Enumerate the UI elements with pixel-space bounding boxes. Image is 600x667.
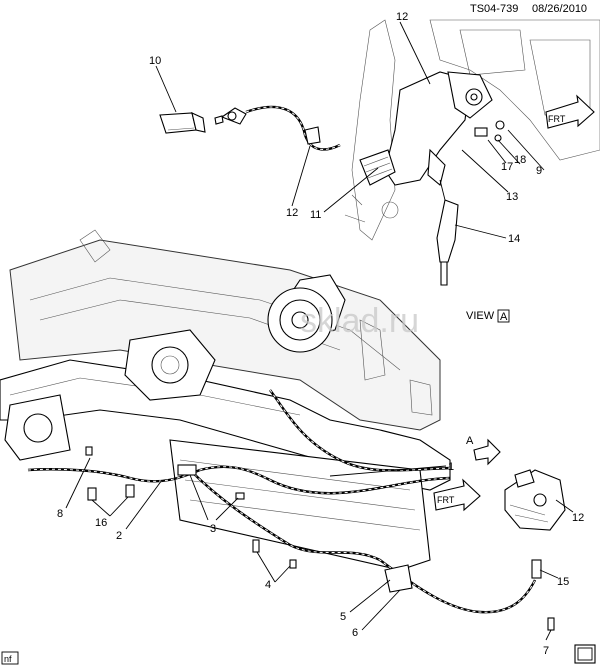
callout-14: 13 bbox=[506, 191, 518, 203]
svg-text:nf: nf bbox=[4, 654, 12, 664]
callout-15-lower: 15 bbox=[557, 576, 569, 588]
callout-labels: 10 12 18 17 9 13 12 11 14 1 8 16 2 3 4 5… bbox=[57, 11, 584, 657]
vehicle-frame-illustration bbox=[0, 229, 451, 571]
leader-lines bbox=[65, 21, 574, 641]
bracket-part-10 bbox=[159, 112, 206, 134]
watermark: sklad.ru bbox=[300, 302, 419, 340]
callout-6: 6 bbox=[352, 627, 358, 639]
callout-12-lower: 12 bbox=[572, 512, 584, 524]
callout-5: 5 bbox=[340, 611, 346, 623]
callout-4: 4 bbox=[265, 579, 271, 591]
callout-11: 11 bbox=[310, 209, 321, 221]
svg-text:A: A bbox=[466, 435, 474, 447]
corner-tag-left: nf bbox=[1, 651, 19, 665]
callout-12-upper: 12 bbox=[396, 11, 408, 23]
front-arrow-lower: FRT bbox=[433, 478, 481, 512]
front-cable-part-13 bbox=[214, 105, 341, 151]
callout-3: 3 bbox=[210, 523, 216, 535]
actuator-part-12 bbox=[504, 469, 566, 531]
callout-2: 2 bbox=[116, 530, 122, 542]
view-letter: A bbox=[500, 311, 508, 323]
callout-17: 17 bbox=[501, 161, 513, 173]
view-a-arrow: A bbox=[466, 435, 501, 466]
diagram-id: TS04-739 bbox=[470, 3, 518, 15]
front-arrow-upper: FRT bbox=[545, 94, 595, 129]
callout-7: 7 bbox=[543, 645, 549, 657]
view-label: VIEW bbox=[466, 310, 495, 322]
svg-text:FRT: FRT bbox=[437, 495, 455, 505]
hardware-parts bbox=[85, 446, 555, 631]
callout-13: 12 bbox=[286, 207, 298, 219]
callout-10: 10 bbox=[149, 55, 161, 67]
callout-1: 1 bbox=[448, 461, 454, 473]
callout-8: 8 bbox=[57, 508, 63, 520]
svg-text:FRT: FRT bbox=[548, 114, 566, 124]
callout-18: 18 bbox=[514, 154, 526, 166]
diagram-date: 08/26/2010 bbox=[532, 3, 587, 15]
gm-logo-icon bbox=[574, 644, 596, 664]
callout-15-upper: 14 bbox=[508, 233, 520, 245]
rear-cable-parts-1-2 bbox=[27, 389, 537, 614]
pedal-assembly-illustration bbox=[344, 19, 600, 286]
callout-9: 9 bbox=[536, 165, 542, 177]
callout-16: 16 bbox=[95, 517, 107, 529]
